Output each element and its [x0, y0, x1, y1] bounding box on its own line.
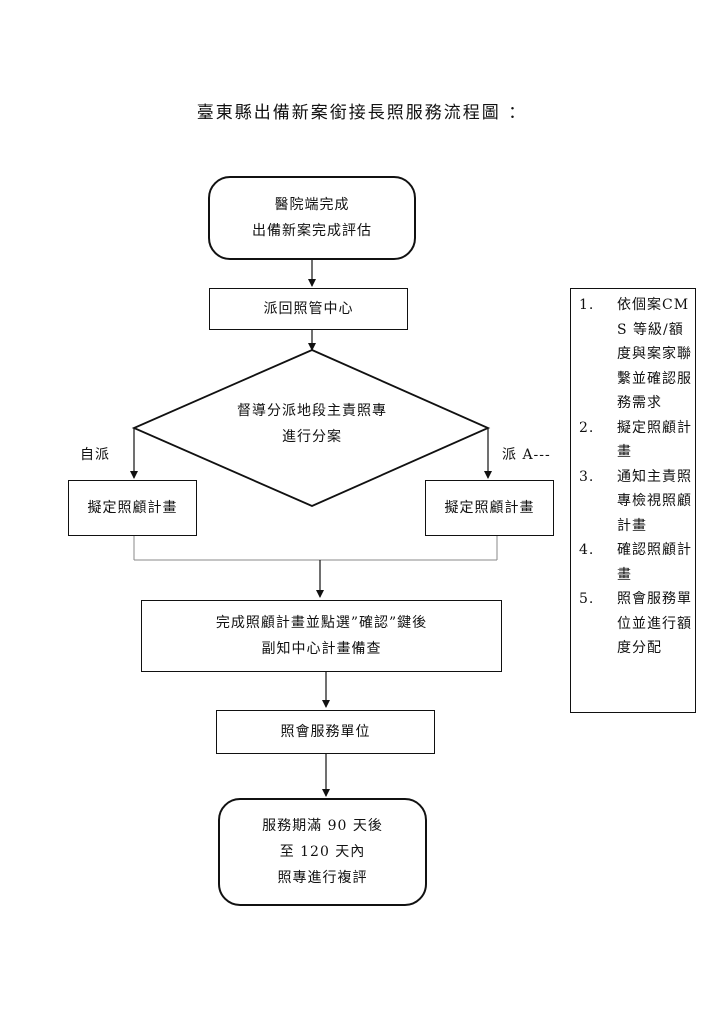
notify-label: 照會服務單位	[280, 724, 371, 740]
complete-node: 完成照顧計畫並點選”確認”鍵後 副知中心計畫備查	[141, 600, 502, 672]
note-number: 2.	[579, 419, 595, 436]
start-line-2: 出備新案完成評估	[252, 223, 372, 239]
note-item: 2. 擬定照顧計畫	[571, 416, 695, 465]
note-item: 4. 確認照顧計畫	[571, 538, 695, 587]
note-item: 5. 照會服務單位並進行額度分配	[571, 587, 695, 661]
page-title: 臺東縣出備新案銜接長照服務流程圖 ：	[196, 103, 528, 123]
dispatch-node: 派回照管中心	[209, 288, 408, 330]
note-number: 4.	[579, 542, 595, 558]
decision-diamond	[131, 349, 491, 507]
note-number: 5.	[579, 591, 595, 607]
left-branch-label: 自派	[80, 447, 110, 463]
right-branch-label: 派 A---	[502, 447, 551, 463]
note-text: 擬定照顧計畫	[617, 419, 692, 461]
dispatch-label: 派回照管中心	[263, 301, 354, 317]
end-line-2: 至 120 天內	[279, 844, 366, 860]
left-plan-box: 擬定照顧計畫	[68, 480, 197, 536]
decision-line-1: 督導分派地段主責照專	[237, 403, 387, 419]
note-number: 3.	[579, 468, 595, 485]
notes-panel: 1. 依個案CMS 等級/額度與案家聯繫並確認服務需求 2. 擬定照顧計畫 3.…	[570, 288, 696, 713]
note-item: 3. 通知主責照專檢視照顧計畫	[571, 465, 695, 539]
notify-node: 照會服務單位	[216, 710, 435, 754]
note-item: 1. 依個案CMS 等級/額度與案家聯繫並確認服務需求	[571, 293, 695, 416]
note-text: 依個案CMS 等級/額度與案家聯繫並確認服務需求	[617, 297, 692, 411]
decision-text: 督導分派地段主責照專 進行分案	[212, 398, 412, 450]
right-plan-box: 擬定照顧計畫	[425, 480, 554, 536]
start-node: 醫院端完成 出備新案完成評估	[208, 176, 416, 260]
complete-line-1: 完成照顧計畫並點選”確認”鍵後	[215, 615, 428, 631]
end-line-1: 服務期滿 90 天後	[262, 818, 383, 834]
complete-line-2: 副知中心計畫備查	[261, 641, 382, 657]
note-text: 通知主責照專檢視照顧計畫	[617, 468, 692, 534]
note-text: 確認照顧計畫	[617, 542, 692, 583]
left-plan-label: 擬定照顧計畫	[87, 500, 178, 516]
decision-line-2: 進行分案	[282, 429, 342, 445]
note-text: 照會服務單位並進行額度分配	[617, 591, 692, 656]
start-line-1: 醫院端完成	[274, 197, 350, 213]
end-line-3: 照專進行複評	[277, 870, 368, 886]
right-plan-label: 擬定照顧計畫	[444, 500, 535, 516]
end-node: 服務期滿 90 天後 至 120 天內 照專進行複評	[218, 798, 427, 906]
note-number: 1.	[579, 297, 595, 313]
